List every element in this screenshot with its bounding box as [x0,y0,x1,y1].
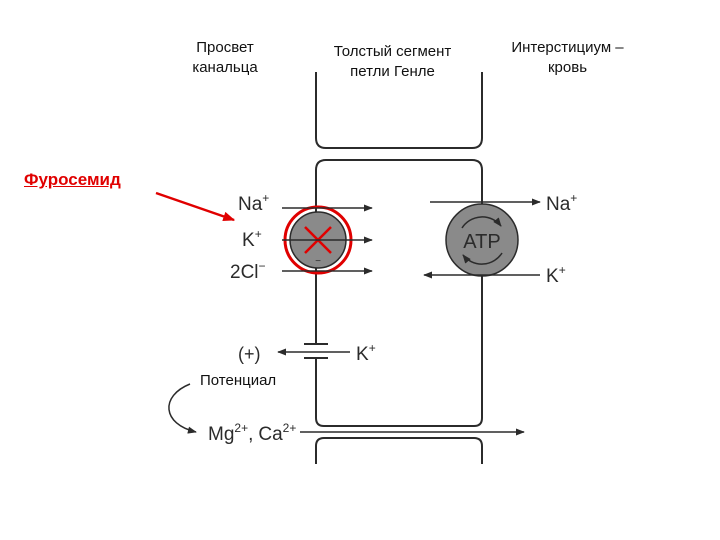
header-interstitium-blood-line2: кровь [547,59,588,76]
header-interstitium-blood-line1: Интерстициум – [511,39,624,56]
header-thick-segment-line2: петли Генле [350,63,435,80]
positive-charge-label: (+) [238,344,261,364]
potential-label: Потенциал [200,372,277,389]
cotransporter-minus-sign: − [315,256,321,267]
header-interstitium-blood: Интерстициум – кровь [490,38,645,78]
atp-label: ATP [463,231,500,253]
lumen-cl-label: 2Cl− [230,259,266,283]
furosemide-pointer-arrow [155,191,236,222]
pump-rotation-arrow-top [461,216,502,229]
lumen-k-label: K+ [242,227,262,251]
header-thick-segment: Толстый сегмент петли Генле [305,42,480,82]
header-tubule-lumen: Просвет канальца [170,38,280,78]
potential-curved-arrow [168,383,197,434]
recycle-k-label: K+ [356,341,376,365]
header-tubule-lumen-line2: канальца [192,59,258,76]
lumen-na-label: Na+ [238,191,269,215]
mg-ca-label: Mg2+,Ca2+ [208,421,296,445]
furosemide-label: Фуросемид [24,170,121,189]
pump-rotation-arrow-bottom [462,252,503,265]
cell-middle [315,159,483,427]
cell-upper [315,72,483,149]
header-thick-segment-line1: Толстый сегмент [333,43,452,60]
cell-lower [315,437,483,464]
blood-na-label: Na+ [546,191,577,215]
blood-k-label: K+ [546,263,566,287]
header-tubule-lumen-line1: Просвет [196,39,254,56]
